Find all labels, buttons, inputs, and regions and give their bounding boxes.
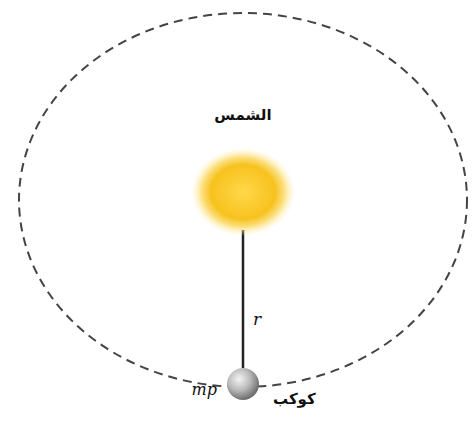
orbit-ellipse	[19, 13, 467, 387]
mass-label: mp	[192, 380, 217, 399]
sun-body: الشمس	[191, 148, 295, 236]
planet-sphere	[225, 366, 261, 402]
radius-line	[242, 230, 245, 368]
sun-shape	[191, 148, 295, 236]
planet-label: كوكب	[273, 390, 316, 408]
planet-body: كوكبmp	[225, 366, 261, 402]
sun-label: الشمس	[214, 106, 271, 124]
radius-label: r	[251, 310, 263, 329]
